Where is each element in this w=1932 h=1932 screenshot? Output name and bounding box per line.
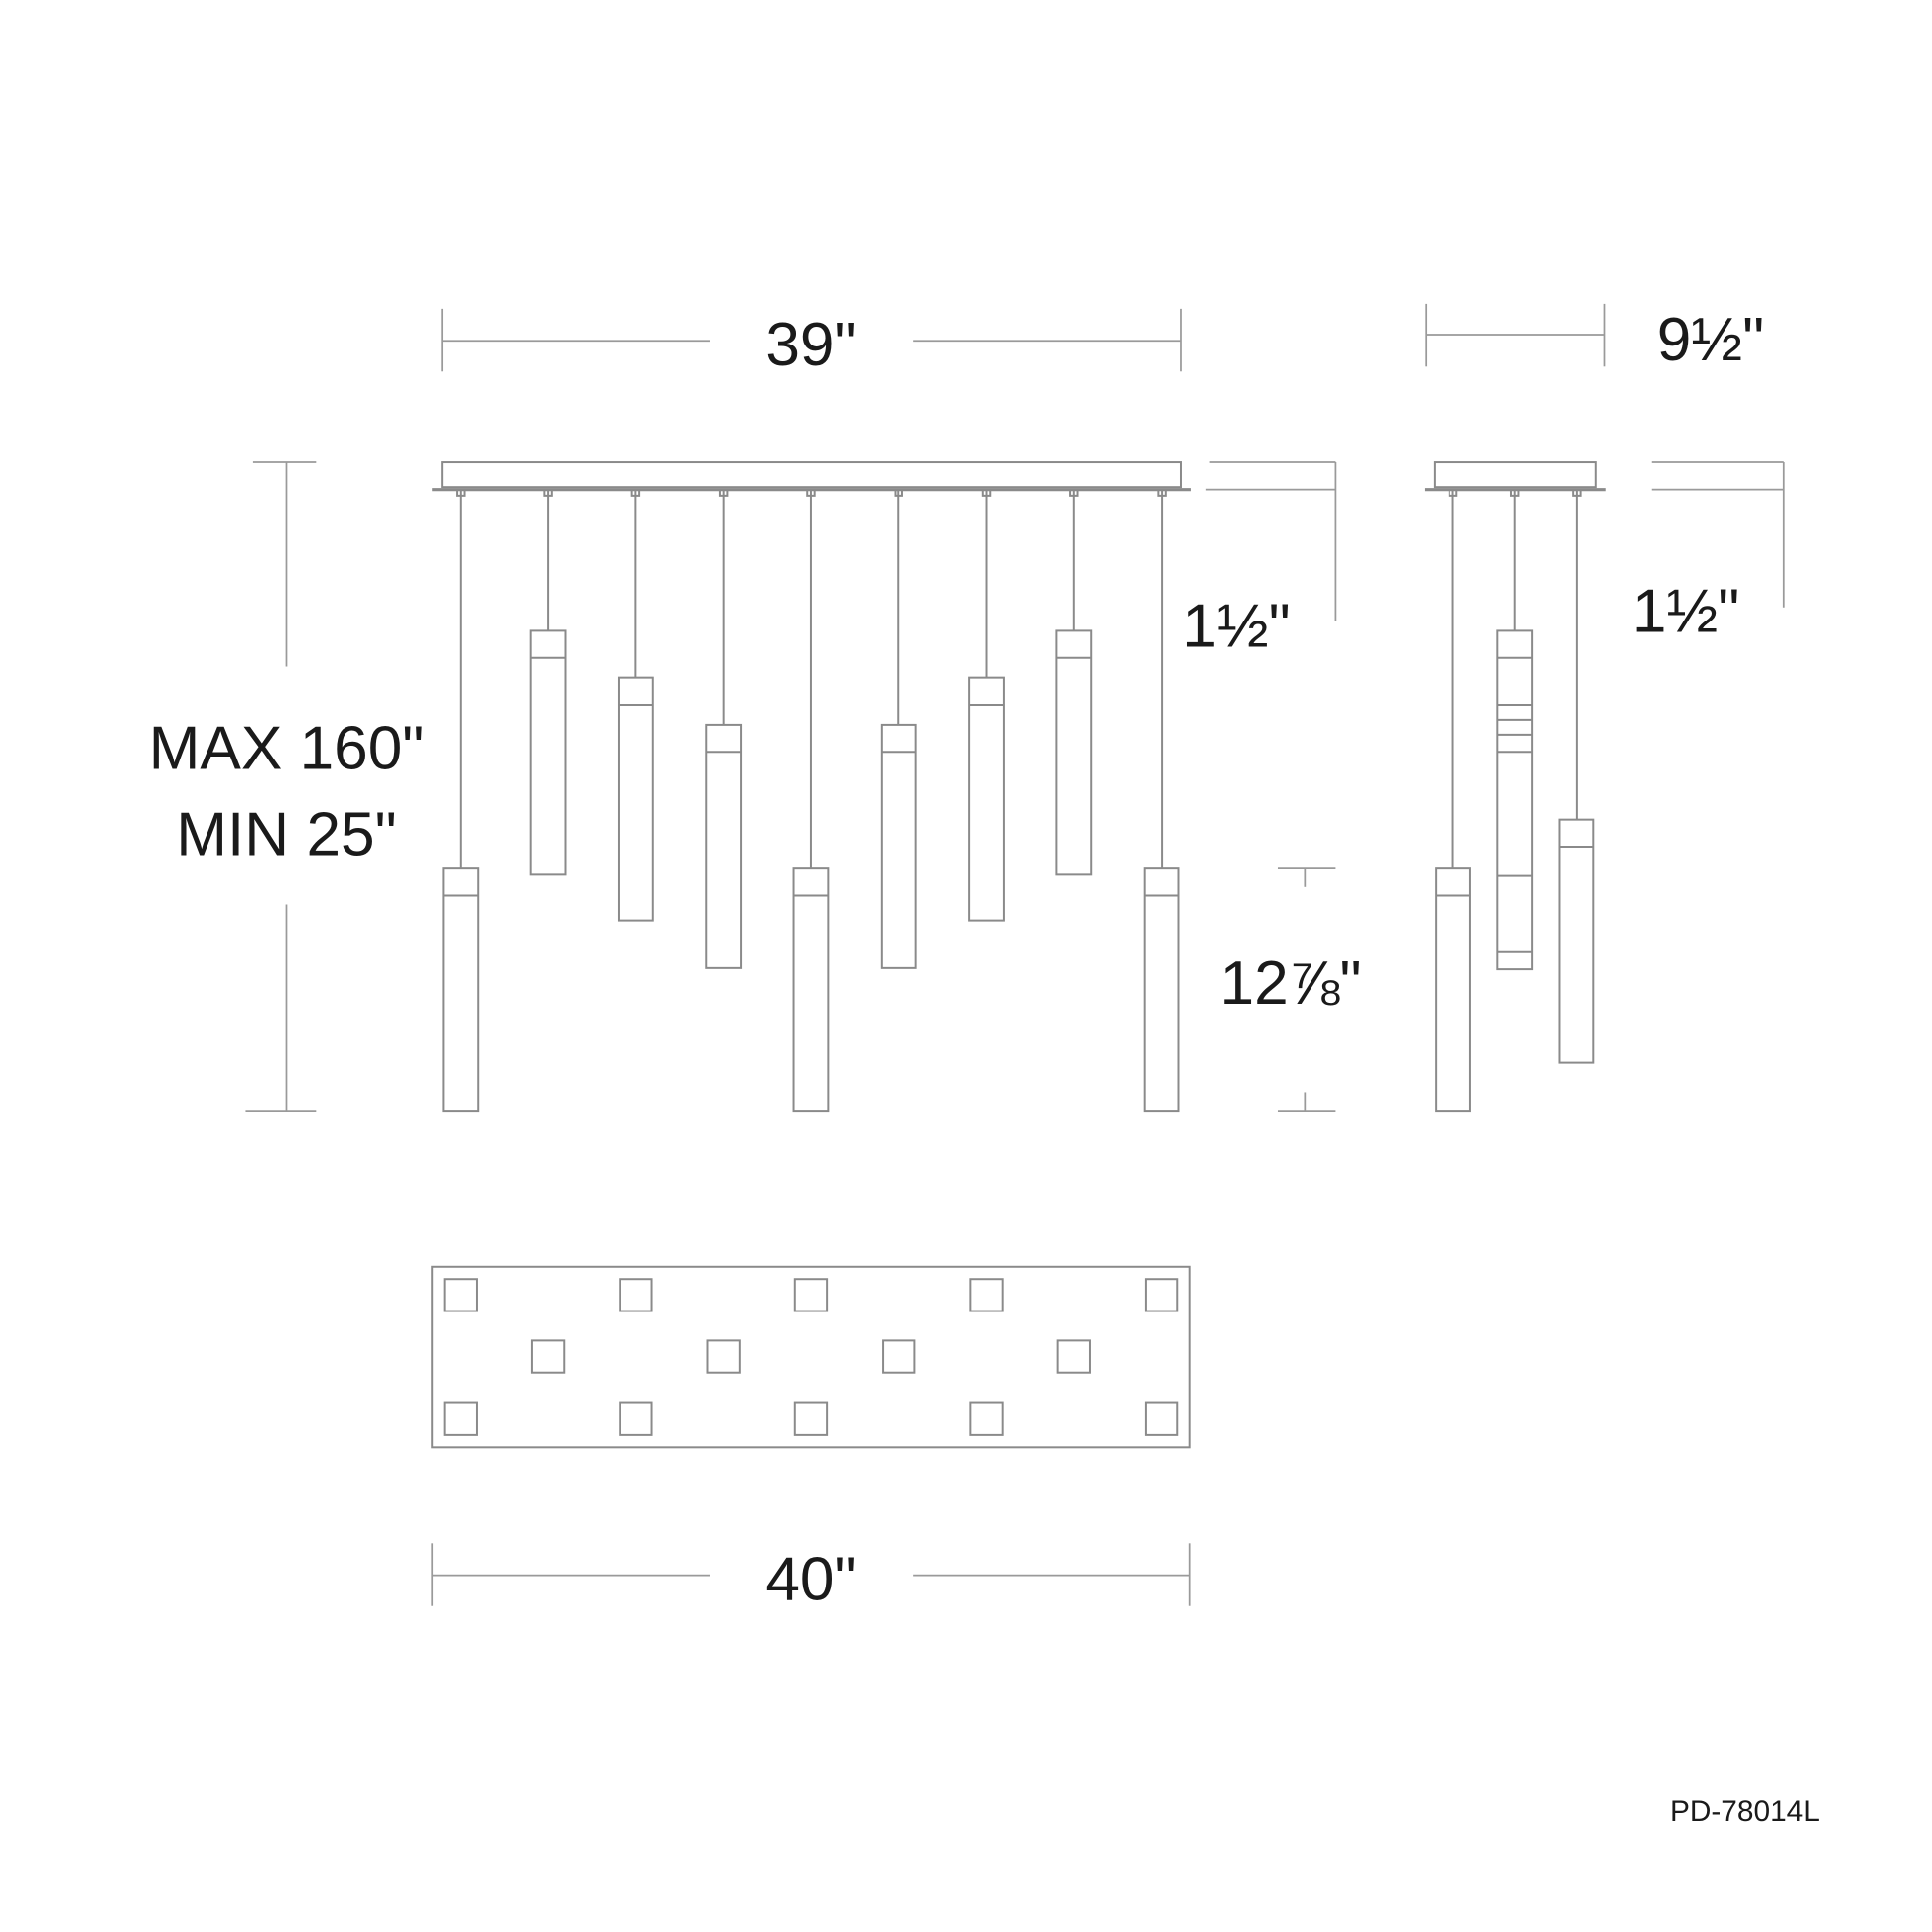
pendant-tube <box>617 676 654 922</box>
front-view <box>432 461 1191 1113</box>
canopy-port-square <box>619 1278 653 1312</box>
cord-grip <box>981 488 992 497</box>
cord-grip <box>1572 488 1582 497</box>
pendant-tube <box>880 723 917 969</box>
dimension-depth-side: 9½" <box>1425 303 1764 374</box>
pendant <box>529 488 567 876</box>
dimension-width-top: 40" <box>431 1543 1191 1614</box>
canopy-port-square <box>1144 1401 1179 1436</box>
canopy-port-square <box>882 1339 916 1374</box>
model-number: PD-78014L <box>1670 1795 1820 1828</box>
pendant-tube <box>1143 867 1180 1113</box>
pendant-tube <box>1558 818 1595 1064</box>
canopy-height-side-label: 1½" <box>1632 578 1739 646</box>
top-width-label: 40" <box>765 1546 856 1614</box>
canopy-port-square <box>706 1339 741 1374</box>
top-view <box>431 1265 1191 1449</box>
pendant <box>1435 488 1471 1113</box>
pendant <box>792 488 830 1113</box>
pendant <box>617 488 654 922</box>
cord-grip <box>456 488 466 497</box>
cord-grip <box>1448 488 1458 497</box>
cord-grip <box>1069 488 1079 497</box>
pendant-length-label: 12⅞" <box>1220 949 1362 1018</box>
dimension-pendant-length: 12⅞" <box>1220 867 1362 1112</box>
pendant-tube <box>442 867 480 1113</box>
dimension-canopy-height-front: 1½" <box>1182 461 1337 661</box>
canopy-port-square <box>619 1401 653 1436</box>
pendant-tube <box>1496 629 1534 971</box>
cord-grip <box>1509 488 1520 497</box>
canopy-height-front-label: 1½" <box>1182 593 1290 661</box>
depth-label: 9½" <box>1657 306 1764 374</box>
canopy-port-square <box>1056 1339 1091 1374</box>
pendant <box>1055 488 1093 876</box>
dimension-width-front: 39" <box>441 308 1182 379</box>
cord-grip <box>718 488 729 497</box>
dimension-canopy-height-side: 1½" <box>1632 461 1785 646</box>
pendant <box>1558 488 1595 1064</box>
max-height-label: MAX 160" <box>149 715 425 783</box>
pendant-tube <box>792 867 830 1113</box>
pendant <box>442 488 480 1113</box>
pendant <box>880 488 917 969</box>
dimension-overall-height: MAX 160" MIN 25" <box>149 461 425 1112</box>
pendant <box>968 488 1005 922</box>
side-view <box>1424 461 1606 1113</box>
pendant-tube <box>1055 629 1093 876</box>
min-height-label: MIN 25" <box>176 801 396 870</box>
pendant-tube <box>705 723 743 969</box>
cord-grip <box>543 488 553 497</box>
canopy-port-square <box>1144 1278 1179 1312</box>
cord-grip <box>894 488 903 497</box>
pendant-tube <box>1435 867 1471 1113</box>
pendant <box>1496 488 1534 971</box>
pendant <box>1143 488 1180 1113</box>
canopy-port-square <box>443 1278 478 1312</box>
canopy-port-square <box>793 1278 829 1312</box>
canopy-port-square <box>530 1339 566 1374</box>
pendant-tube <box>529 629 567 876</box>
cord-grip <box>1157 488 1167 497</box>
canopy-port-square <box>793 1401 829 1436</box>
pendant <box>705 488 743 969</box>
cord-grip <box>806 488 816 497</box>
canopy-port-square <box>969 1278 1004 1312</box>
width-label: 39" <box>765 311 856 379</box>
canopy-port-square <box>443 1401 478 1436</box>
cord-grip <box>630 488 641 497</box>
pendant-tube <box>968 676 1005 922</box>
canopy-port-square <box>969 1401 1004 1436</box>
